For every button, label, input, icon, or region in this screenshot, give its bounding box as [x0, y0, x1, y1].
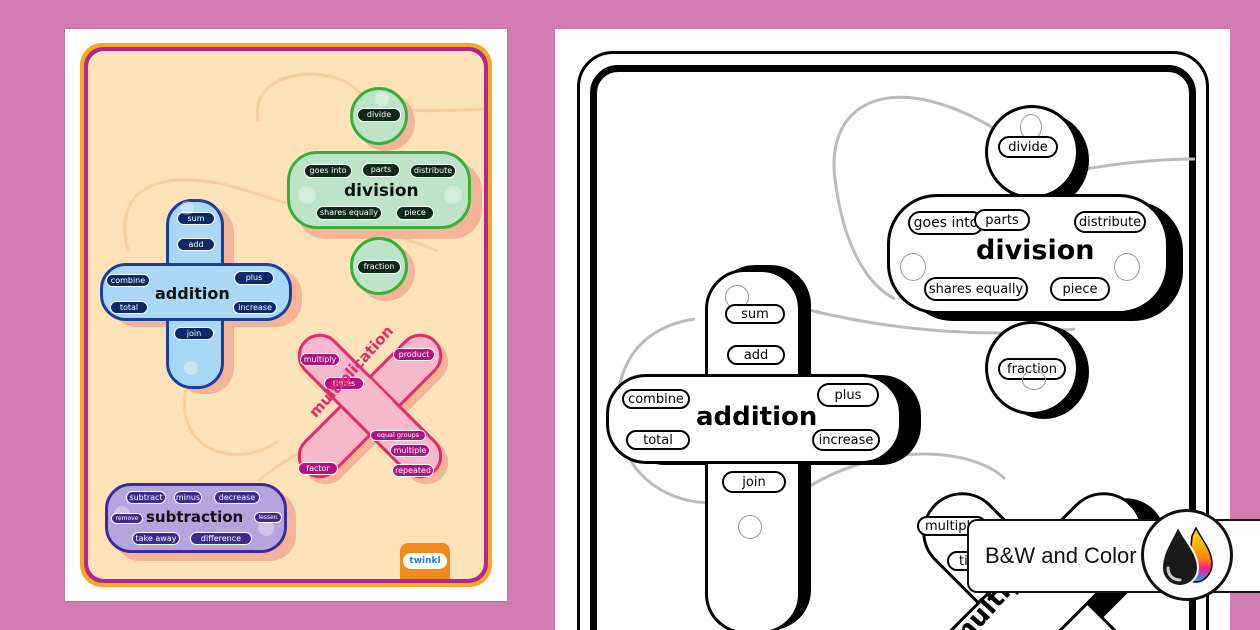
decorative-bubble	[258, 520, 274, 536]
word-pill: sum	[177, 212, 215, 225]
word-pill: shares equally	[924, 277, 1028, 301]
division-title: division	[976, 235, 1095, 266]
subtraction-title: subtraction	[146, 508, 244, 526]
decorative-bubble	[180, 201, 194, 215]
word-pill: total	[110, 301, 148, 314]
division-title: division	[344, 181, 419, 201]
word-pill: goes into	[304, 164, 352, 178]
word-pill: decrease	[214, 491, 260, 504]
addition-title: addition	[696, 402, 818, 432]
subtraction-shape: subtract minus decrease remove subtracti…	[105, 483, 287, 553]
word-pill: join	[174, 327, 214, 340]
word-pill: repeated	[392, 464, 434, 477]
word-pill: minus	[174, 491, 202, 504]
decorative-circle	[1022, 370, 1046, 390]
poster-frame: divide goes into parts distribute divisi…	[80, 43, 492, 587]
decorative-bubble	[298, 186, 316, 204]
logo-text: twinkl	[403, 553, 447, 569]
decorative-bubble	[375, 92, 389, 106]
ink-drops-icon	[1141, 509, 1233, 601]
decorative-circle	[1114, 253, 1140, 281]
division-top-circle: divide	[350, 87, 408, 145]
word-pill: distribute	[1074, 211, 1146, 233]
word-pill: shares equally	[316, 206, 382, 220]
decorative-bubble	[444, 186, 462, 204]
word-pill: equal groups	[370, 430, 426, 441]
word-pill: parts	[974, 209, 1030, 231]
word-pill: product	[393, 348, 435, 361]
word-pill: add	[727, 345, 785, 365]
word-pill: take away	[132, 532, 180, 545]
word-pill: divide	[357, 108, 401, 122]
addition-title: addition	[155, 284, 230, 303]
word-pill: parts	[362, 163, 400, 177]
word-pill: add	[177, 238, 215, 251]
word-pill: remove	[111, 513, 143, 524]
word-pill: subtract	[126, 491, 166, 504]
word-pill: lessen	[254, 512, 282, 523]
bw-version-page: divide goes into parts distribute divisi…	[555, 29, 1230, 630]
bw-outer-frame	[577, 51, 1209, 630]
word-pill: increase	[812, 429, 880, 451]
division-bottom-circle: fraction	[350, 237, 408, 295]
word-pill: plus	[817, 383, 879, 407]
decorative-circle	[900, 253, 926, 281]
word-pill: factor	[298, 462, 338, 475]
decorative-bubble	[184, 361, 198, 375]
word-pill: difference	[190, 532, 252, 545]
word-pill: multiply	[300, 353, 340, 366]
word-pill: distribute	[410, 164, 456, 178]
bw-division-top-circle: divide	[985, 105, 1079, 199]
bw-division-shape: goes into parts distribute division shar…	[887, 194, 1169, 314]
word-pill: piece	[1050, 277, 1110, 301]
word-pill: fraction	[357, 260, 401, 274]
division-shape: goes into parts distribute division shar…	[287, 151, 471, 229]
bw-inner-frame	[590, 65, 1196, 630]
word-pill: plus	[234, 271, 274, 285]
word-pill: total	[626, 430, 690, 450]
word-pill: goes into	[908, 211, 984, 235]
word-pill: fraction	[998, 358, 1066, 380]
word-pill: combine	[106, 274, 150, 287]
color-version-page: divide goes into parts distribute divisi…	[65, 29, 507, 601]
word-pill: combine	[622, 389, 690, 409]
word-pill: times	[324, 377, 364, 390]
decorative-circle	[738, 515, 762, 539]
word-pill: increase	[233, 301, 277, 314]
word-pill: multiple	[390, 444, 430, 457]
word-pill: piece	[396, 206, 434, 220]
word-pill: sum	[725, 304, 785, 324]
twinkl-logo: twinkl	[400, 543, 450, 579]
word-pill: join	[722, 471, 786, 493]
word-pill: divide	[998, 136, 1058, 158]
poster-background: divide goes into parts distribute divisi…	[88, 51, 484, 579]
bw-division-bottom-circle: fraction	[985, 321, 1079, 415]
badge-label: B&W and Color	[985, 543, 1137, 568]
